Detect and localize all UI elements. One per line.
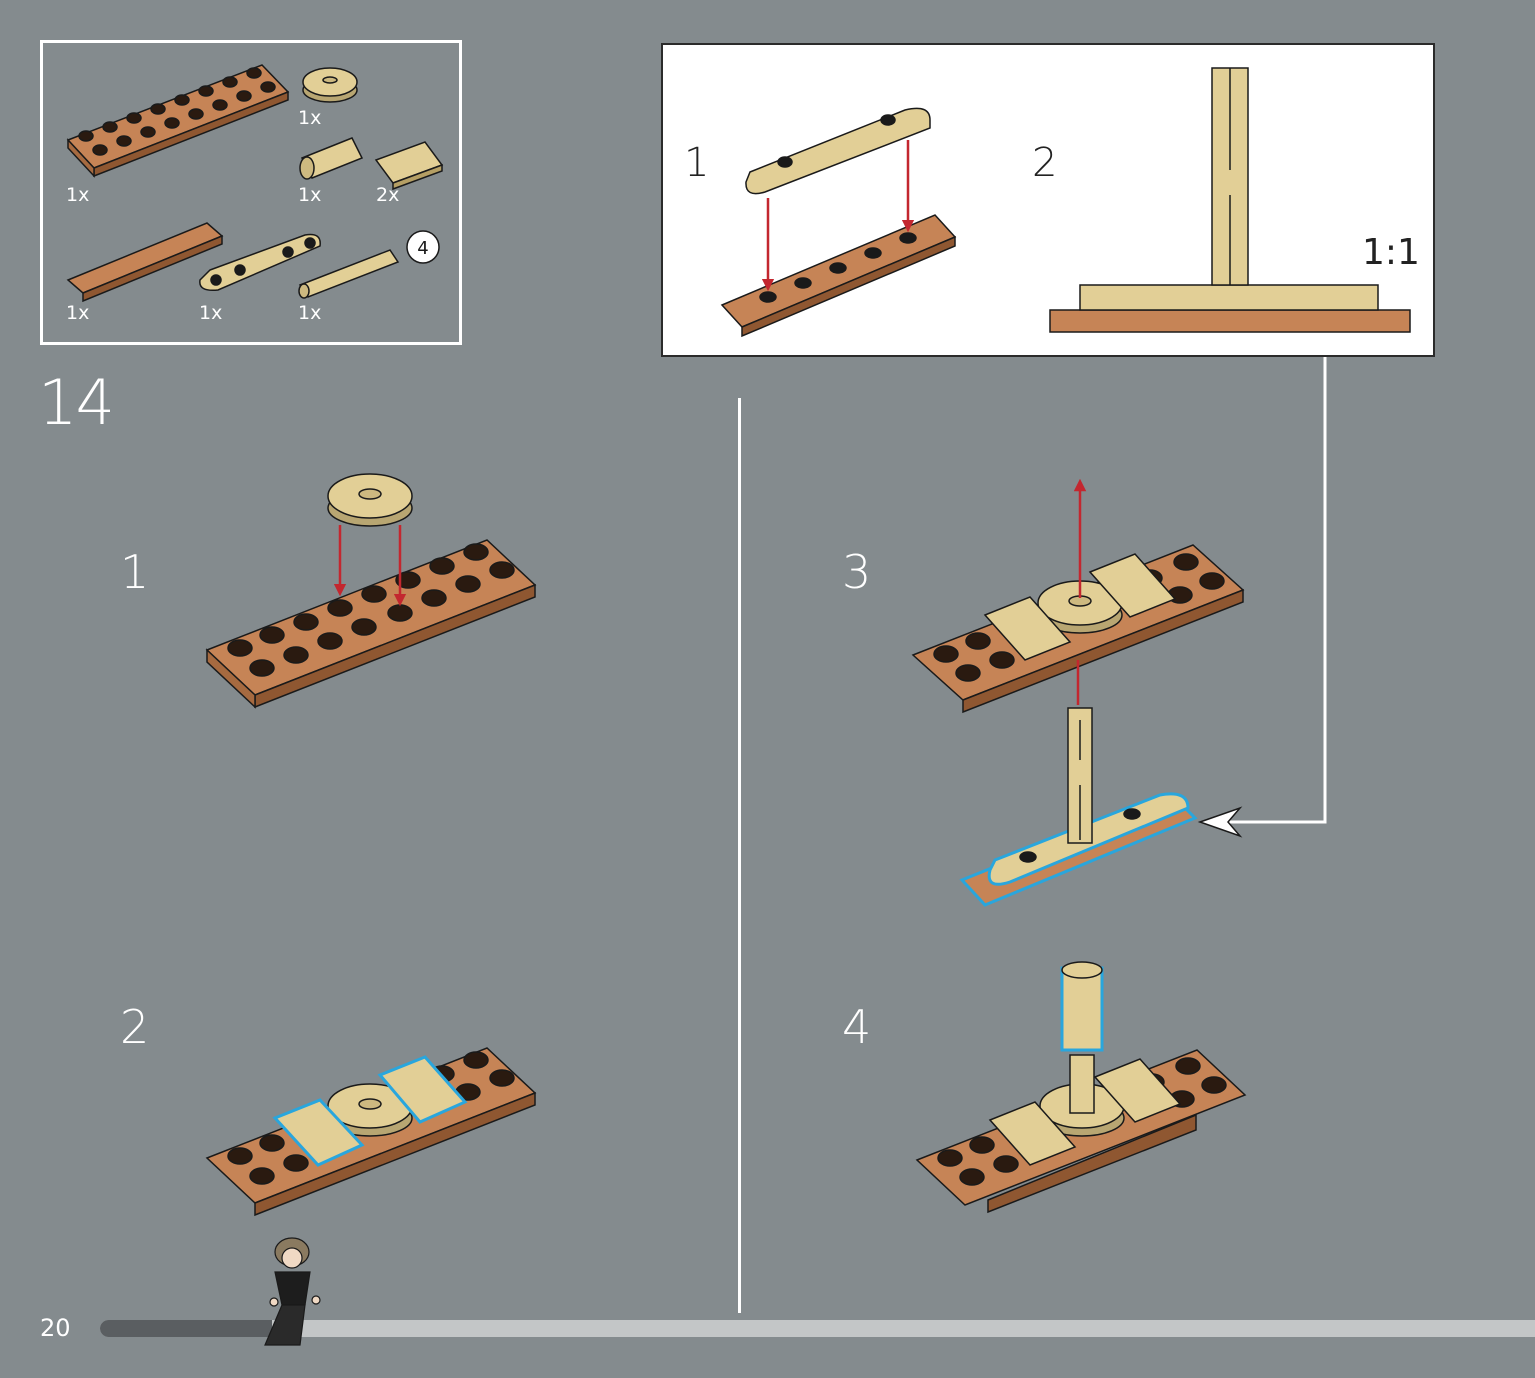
scale-label: 1:1 xyxy=(1362,232,1420,273)
part-round-tile-tan xyxy=(302,67,358,103)
step-4-illustration xyxy=(915,961,1247,1214)
part-axle-4-tan xyxy=(298,249,400,299)
progress-bar-fill xyxy=(100,1320,273,1337)
part-plate-1x6-rounded-tan xyxy=(199,233,321,292)
qty-round-tile: 1x xyxy=(298,107,322,129)
qty-axle-4: 1x xyxy=(298,302,322,324)
qty-plate-2x8: 1x xyxy=(66,184,90,206)
callout-1-illustration xyxy=(720,107,957,338)
sub-step-2-number: 2 xyxy=(120,1000,150,1054)
sub-step-4-number: 4 xyxy=(842,1000,872,1054)
part-tile-1x2-tan xyxy=(374,141,444,191)
sub-step-3-number: 3 xyxy=(842,545,872,599)
qty-plate-1x6-rounded: 1x xyxy=(199,302,223,324)
column-divider xyxy=(738,398,741,1313)
page-number: 20 xyxy=(40,1314,71,1342)
part-plate-2x8-brown xyxy=(66,64,290,178)
sub-step-1-number: 1 xyxy=(120,545,150,599)
callout-step-1-number: 1 xyxy=(684,140,710,186)
part-axle-connector-tan xyxy=(299,137,364,180)
callout-step-2-number: 2 xyxy=(1032,140,1058,186)
qty-axle-connector: 1x xyxy=(298,184,322,206)
minifigure-icon xyxy=(264,1237,321,1346)
step-2-illustration xyxy=(205,1047,537,1217)
progress-track xyxy=(100,1320,1535,1337)
step-1-illustration xyxy=(205,473,537,709)
parts-list-box xyxy=(40,40,462,345)
axle-length-badge-text: 4 xyxy=(417,238,428,259)
callout-connector-arrowhead xyxy=(1197,806,1243,838)
qty-tile-1x6: 1x xyxy=(66,302,90,324)
step-number: 14 xyxy=(38,366,115,439)
axle-length-badge: 4 xyxy=(406,230,440,264)
callout-connector-line xyxy=(1215,357,1327,824)
part-tile-1x6-brown xyxy=(66,222,224,303)
callout-2-illustration xyxy=(1049,67,1411,333)
step-3-illustration xyxy=(911,478,1245,907)
